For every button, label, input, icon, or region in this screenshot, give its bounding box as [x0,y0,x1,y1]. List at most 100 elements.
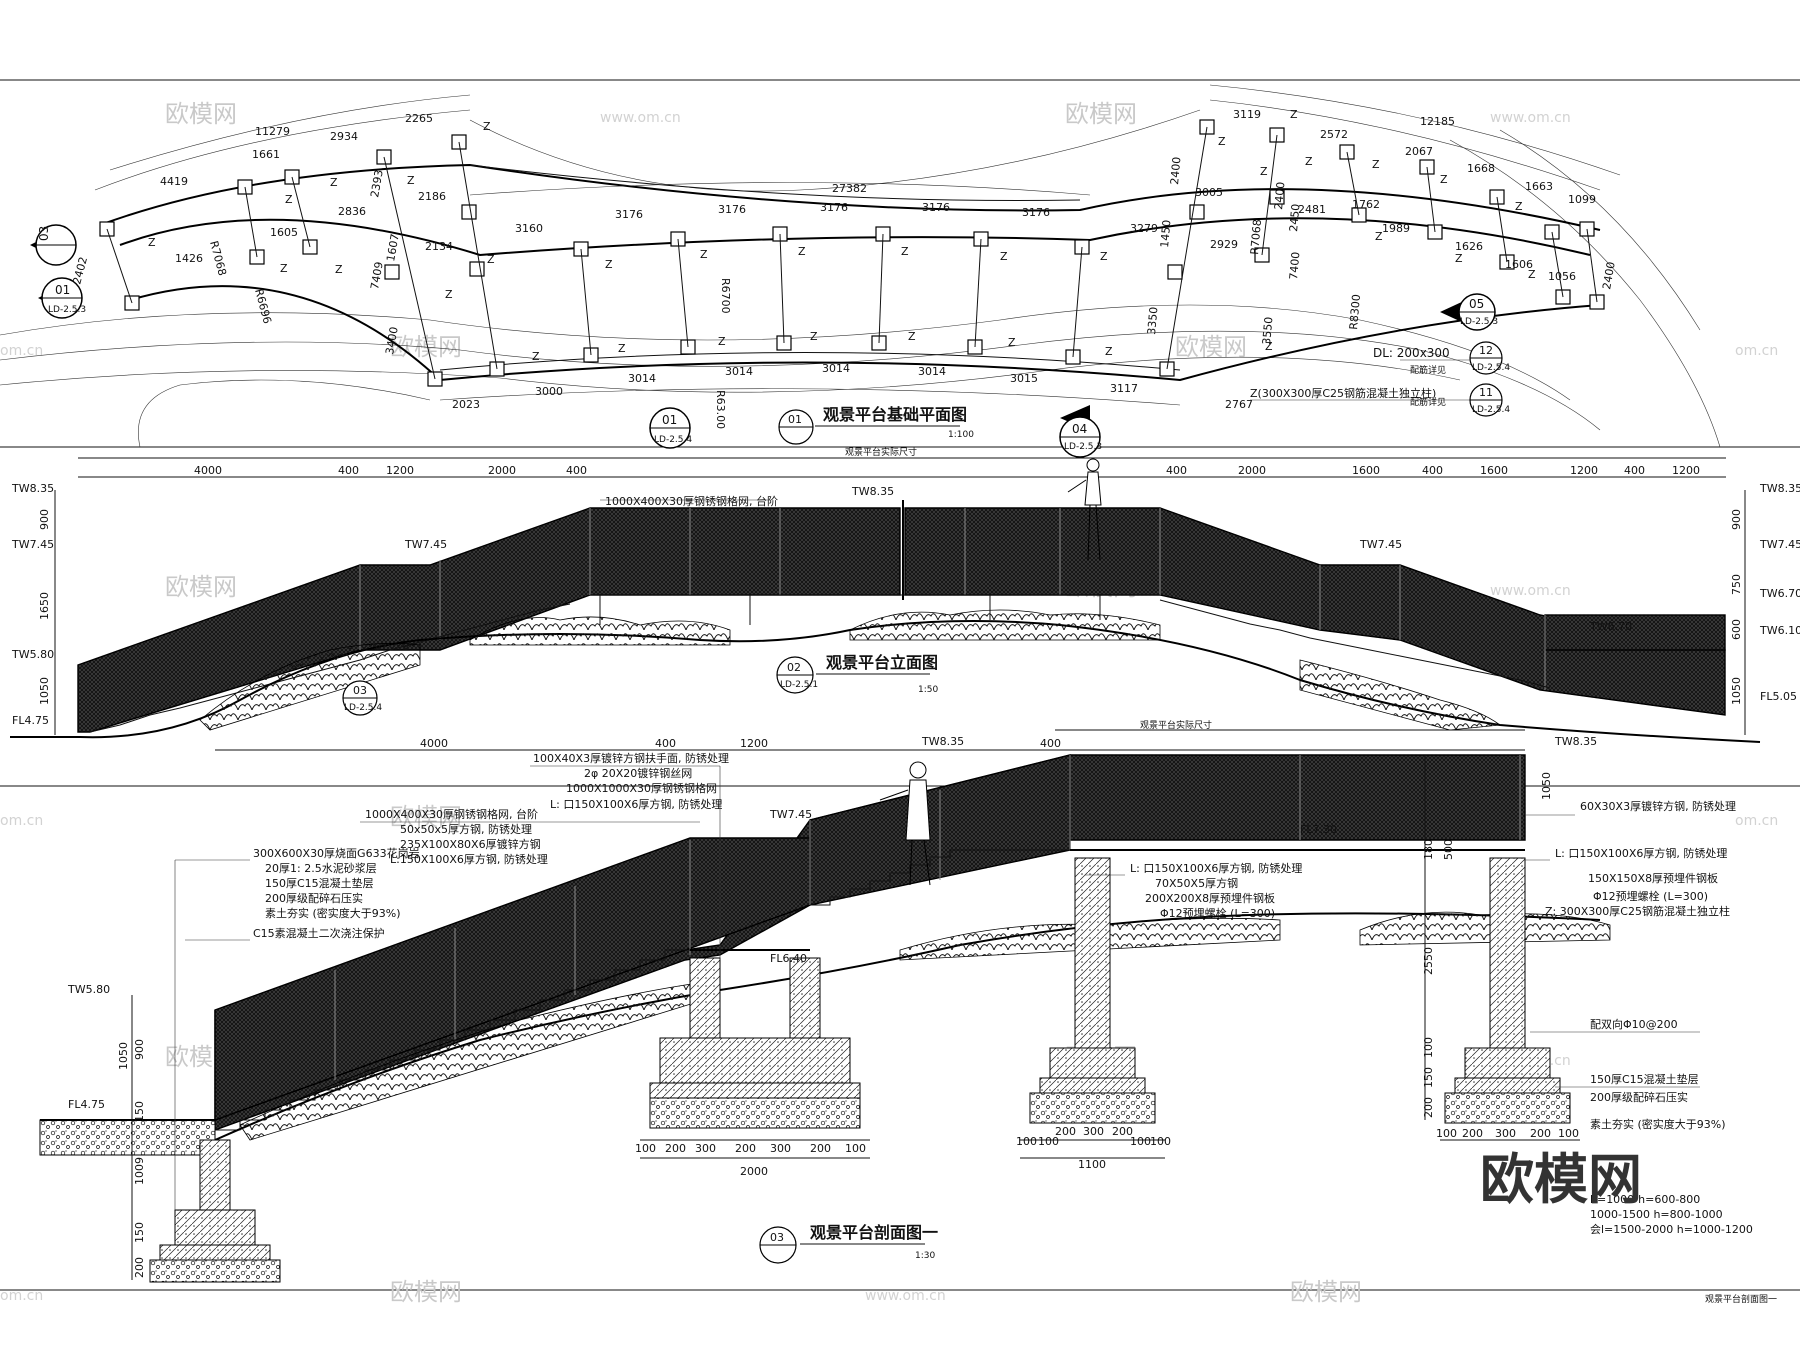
sheet-name: 观景平台剖面图一 [1705,1293,1777,1305]
dim-text: 100 [1016,1135,1037,1148]
plan-terrain-line [0,304,1571,401]
sect-pier-footing [1464,1047,1551,1079]
col-label: Z [285,193,293,206]
dim-text: 1607 [384,233,402,263]
sect-pier-gravel [1029,1092,1156,1124]
plan-detail-marker-12: 12 LD-2.5.4 [1469,341,1510,375]
sect-pier-gravel [1444,1092,1571,1124]
col-label: Z [1000,250,1008,263]
dim-text: 1050 [1540,772,1553,800]
level-label: TW8.35 [1554,735,1597,748]
sect-pier-footing-base [649,1082,861,1099]
sect-pier-footing-base [1454,1077,1561,1094]
elev-shrub [1299,659,1502,731]
dim-text: 3014 [918,365,946,378]
plan-radius-labels: R7068 R6696 R6700 R63.00 R8300 R7068 [207,219,1363,430]
dim-text: 1200 [1570,464,1598,477]
dim-text: 100 [845,1142,866,1155]
elev-posts [359,508,1546,690]
sect-note: 235X100X80X6厚镀锌方钢 [400,837,541,851]
watermark-url: om.cn [0,813,43,829]
sect-posts [334,755,1521,1080]
plan-columns [99,119,1605,387]
sect-note: 配双向Φ10@200 [1590,1017,1678,1031]
col-label: Z [1105,345,1113,358]
dim-text: 200 [1530,1127,1551,1140]
elev-shrub [849,609,1161,641]
col-label: Z [1440,173,1448,186]
col-label: Z [335,263,343,276]
sect-note: 1000X400X30厚钢锈钢格网, 台阶 [365,807,538,821]
dim-text: 1600 [1352,464,1380,477]
sect-note: Z: 300X300厚C25钢筋混凝土独立柱 [1545,904,1730,918]
corner-watermark-logo: 欧模网 [1480,1148,1642,1211]
dim-text: 1200 [1672,464,1700,477]
plan-dim-line [1209,99,1601,191]
sect-note: L: 口150X100X6厚方钢, 防锈处理 [1130,861,1302,875]
elev-vertical-dims: 900 1650 1050 900 750 600 1050 [38,490,1746,735]
sect-pier-gravel [649,1097,861,1129]
col-label: Z [1455,252,1463,265]
level-label: TW8.35 [851,485,894,498]
dim-text: 3176 [718,203,746,216]
dim-text: 1450 [1158,219,1173,248]
level-label: FL5.05 [1760,690,1797,703]
dim-text: 2934 [330,130,358,143]
level-label: FL6.40 [770,952,807,965]
dim-text: 200 [665,1142,686,1155]
plan-column [461,204,477,220]
sect-note: L:150X100X6厚方钢, 防锈处理 [390,852,548,866]
dim-text: 2400 [1272,181,1287,210]
watermark-brand: 欧模网 [1290,1278,1362,1306]
col-label: Z [718,335,726,348]
plan-scale: 1:100 [948,430,974,440]
elev-railing-left [77,507,901,733]
dim-text: 2000 [488,464,516,477]
section-ref-num: 03 [37,226,51,241]
level-label: TW5.80 [67,983,110,996]
level-label: TW8.35 [921,735,964,748]
col-label: Z [1528,268,1536,281]
dim-text: 300 [770,1142,791,1155]
dim-text: 200 [735,1142,756,1155]
col-label: Z [280,262,288,275]
plan-beam-note: DL: 200x300 [1373,346,1450,360]
dim-text: 3117 [1110,382,1138,395]
dim-text: 2134 [425,240,453,253]
plan-dim-line [109,94,471,171]
col-label: Z [1515,200,1523,213]
watermark-url: www.om.cn [600,110,681,126]
dim-text: 4000 [194,464,222,477]
plan-terrain-line [0,356,1461,393]
sect-pier-footing [659,1037,851,1084]
plan-dimensions-mid: 3176 3176 3176 3176 3176 3160 3279 3005 … [515,186,1576,283]
level-label: FL4.75 [68,1098,105,1111]
dim-text: 3015 [1010,372,1038,385]
col-label: Z [445,288,453,301]
dim-text: 1426 [175,252,203,265]
dim-text: 3000 [535,385,563,398]
plan-terrain-line [0,330,1601,431]
dim-text: 3550 [1260,316,1275,345]
dim-text: 900 [38,509,51,530]
sect-note: 60X30X3厚镀锌方钢, 防锈处理 [1580,799,1736,813]
dim-text: 1050 [117,1042,130,1070]
sect-note: 素土夯实 (密实度大于93%) [1590,1117,1726,1131]
dim-text: 4419 [160,175,188,188]
plan-detail-note: 配筋详见 [1410,396,1446,408]
watermark-brand: 欧模网 [165,100,237,128]
dim-text: 3350 [1145,306,1160,335]
section-ref-sheet: LD-2.5.4 [1472,405,1510,415]
sect-footing-dims-b: 100 100 200 300 200 100 100 1100 [1016,1125,1171,1171]
plan-column-note: Z(300X300厚C25钢筋混凝土独立柱) [1250,386,1436,400]
plan-section-marker-01: 01 LD-2.5.3 [38,277,86,319]
dim-text: 900 [1730,509,1743,530]
section-ref-num: 12 [1479,344,1493,357]
plan-dimensions-bottom: 3000 3014 3014 3014 3014 3015 3117 2767 … [452,362,1253,411]
elev-title: 观景平台立面图 [826,653,938,672]
elev-levels: TW8.35 TW7.45 TW5.80 FL4.75 TW8.35 TW7.4… [11,482,1800,727]
dim-text: 1663 [1525,180,1553,193]
dim-text: 3279 [1130,222,1158,235]
sect-note: 70X50X5厚方钢 [1155,876,1238,890]
sect-levels: TW8.35 TW8.35 TW7.45 TW5.80 FL4.75 FL7.3… [67,735,1597,1111]
